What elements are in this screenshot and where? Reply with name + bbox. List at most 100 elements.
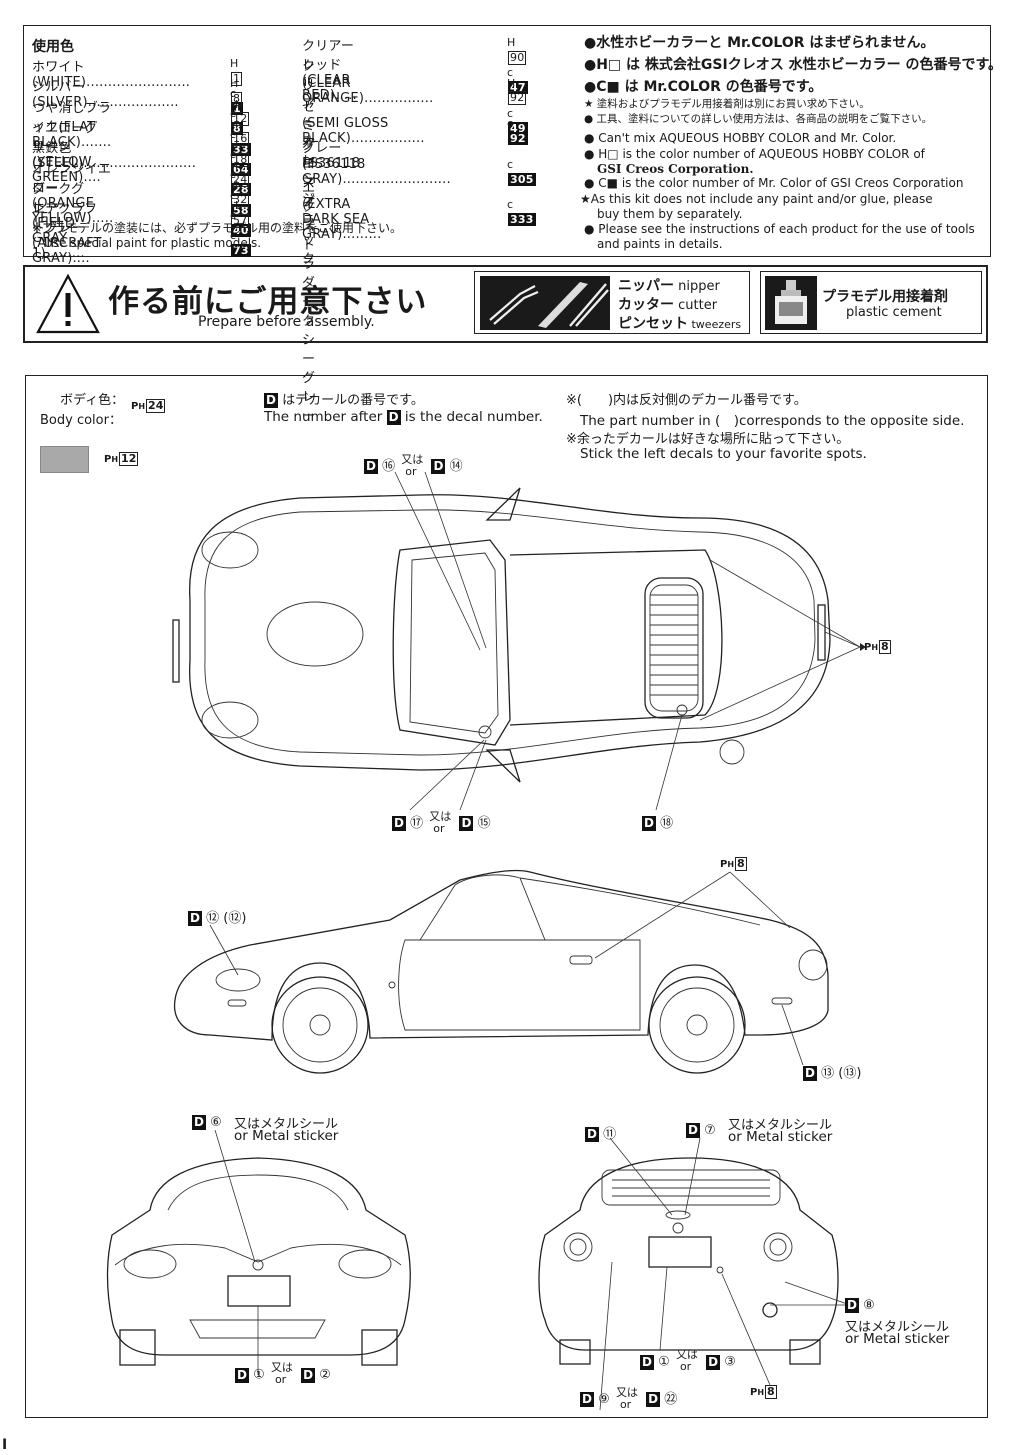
mr-color-number: 8: [231, 122, 243, 136]
note-en-1: ● Can't mix AQUEOUS HOBBY COLOR and Mr. …: [584, 131, 897, 145]
mr-color-prefix: c: [230, 87, 237, 100]
tool-label-jp: カッター: [618, 297, 674, 313]
hobby-color-prefix: H: [230, 158, 239, 172]
hobby-color-prefix: H: [230, 97, 239, 111]
prepare-title-en: Prepare before assembly.: [198, 314, 375, 330]
tool-label-en: nipper: [674, 279, 720, 294]
body-color-swatch: [40, 446, 89, 473]
cement-label-en: plastic cement: [846, 305, 942, 320]
warning-icon: [36, 273, 100, 334]
decal-d-icon: D: [188, 911, 202, 926]
paint-label: ダークグレー(FIELD GRAY 1).........: [32, 181, 85, 261]
callout-side-front: D ⑫ (⑫): [188, 907, 246, 926]
callout-front-metal: D ⑥: [192, 1115, 222, 1130]
paint-codes: H8 c8: [230, 76, 243, 136]
paint-label: セミグロスブラック: [302, 99, 316, 267]
callout-rear-metal7-jp: 又はメタルシール: [728, 1118, 833, 1133]
tool-item: ピンセット tweezers: [618, 313, 741, 333]
paint-label: シルバー(SILVER).....................: [32, 80, 179, 111]
body-color-label-jp: ボディ色：: [60, 393, 125, 408]
callout-front-metal-jp: 又はメタルシール: [234, 1117, 339, 1132]
callout-top-a: D ⑯ 又は or D ⑭: [364, 453, 463, 478]
mr-color-number: 47: [508, 81, 528, 94]
callout-rear-metal8: D ⑧: [845, 1298, 875, 1313]
hobby-color-prefix: H: [230, 178, 239, 192]
note-en-2b: GSI Creos Corporation.: [597, 162, 754, 176]
note-en-3: ● C■ is the color number of Mr. Color of…: [584, 176, 964, 190]
leftover-note-jp: ※余ったデカールは好きな場所に貼って下さい。: [566, 432, 850, 447]
tool-label-jp: ニッパー: [618, 278, 674, 294]
decal-d-icon: D: [392, 816, 406, 831]
callout-rear-bottom: D ⑨ 又は or D ㉒: [580, 1386, 677, 1411]
note-en-2a: ● H□ is the color number of AQUEOUS HOBB…: [584, 147, 925, 161]
note-jp-3: ●C■ は Mr.COLOR の色番号です。: [584, 79, 823, 95]
note-jp-4: ★ 塗料およびプラモデル用接着剤は別にお買い求め下さい。: [584, 98, 870, 110]
paint-label: つや消しブラック(FLAT BLACK).......: [32, 100, 112, 150]
paint-codes: c333: [507, 197, 536, 227]
paint-label: クリアーオレンジ: [302, 59, 316, 208]
callout-rear-metal8-en: or Metal sticker: [845, 1331, 950, 1347]
decal-d-icon: D: [580, 1392, 594, 1407]
callout-side-rear: D ⑬ (⑬): [803, 1062, 861, 1081]
tool-label-en: tweezers: [688, 318, 742, 331]
hobby-color-number: 57: [231, 213, 250, 228]
paint-label: (CLEAR ORANGE)................: [302, 75, 434, 106]
mr-color-number: 333: [508, 213, 536, 227]
note-jp-1: ●水性ホビーカラーと Mr.COLOR はまぜられません。: [584, 35, 935, 51]
paint-label: 黒鉄色(STEEL)..........................: [32, 141, 197, 172]
paint-codes: H1 c1: [230, 56, 243, 116]
decal-d-icon: D: [192, 1115, 206, 1130]
hobby-color-number: 90: [508, 50, 527, 65]
decal-d-icon: D: [264, 393, 278, 408]
car-rear-view: ROADSTER: [538, 1137, 851, 1411]
decal-number-jp: D はデカールの番号です。: [264, 389, 424, 408]
tool-item: ニッパー nipper: [618, 275, 720, 295]
hobby-color-number: 32: [231, 193, 250, 208]
rear-plate-text: ROADSTER: [661, 1251, 700, 1258]
decal-d-icon: D: [642, 816, 656, 831]
decal-d-icon: D: [640, 1354, 654, 1370]
cement-bottle-icon: [765, 276, 817, 330]
mr-color-prefix: c: [230, 127, 237, 141]
paint-label: エクストラダークシーグレー: [302, 181, 316, 425]
hobby-color-number: 16: [231, 132, 250, 147]
hobby-color-prefix: H: [230, 138, 239, 152]
hobby-color-prefix: H: [230, 57, 239, 70]
paint-label: (SEMI GLOSS BLACK).................: [302, 116, 425, 147]
mr-color-number: 1: [231, 102, 243, 115]
paint-note-en: Use special paint for plastic models.: [44, 236, 262, 250]
hobby-color-number: 92: [508, 91, 527, 106]
tool-label-en: cutter: [674, 298, 718, 313]
decal-d-icon: D: [585, 1127, 599, 1142]
mr-color-number: 73: [231, 244, 251, 258]
prepare-title-jp: 作る前にご用意下さい: [108, 284, 428, 320]
note-jp-5: ● 工具、塗料についての詳しい使用方法は、各商品の説明をご覧下さい。: [584, 113, 933, 125]
paint-codes: H57 c73: [230, 198, 251, 258]
hobby-color-number: 1: [231, 71, 243, 86]
decal-d-icon: D: [364, 459, 378, 474]
note-jp-2: ●H□ は 株式会社GSIクレオス 水性ホビーカラー の色番号です。: [584, 57, 1003, 73]
mr-color-number: 49: [508, 121, 528, 135]
callout-rear-metal8-jp: 又はメタルシール: [845, 1320, 950, 1335]
paint-label: (EXTRA DARK SEA GRAY).........: [302, 197, 382, 243]
mr-color-prefix: c: [507, 106, 514, 120]
decal-number-en: The number after D is the decal number.: [264, 409, 543, 425]
decal-d-icon: D: [459, 816, 474, 831]
leftover-note-en: Stick the left decals to your favorite s…: [580, 446, 867, 462]
paint-label: ホワイト(WHITE)........................: [32, 60, 191, 90]
paint-label: (FS36118 GRAY).........................: [302, 156, 451, 187]
car-top-view: [172, 471, 866, 811]
page-label: I: [2, 1437, 8, 1453]
note-en-4a: ★As this kit does not include any paint …: [580, 192, 933, 206]
paint-label: エアクラフトグレー(AIRCRAFT GRAY)....: [32, 202, 102, 267]
note-en-5b: and paints in details.: [597, 237, 723, 251]
body-color-label-en: Body color：: [40, 413, 122, 428]
hobby-color-number: 12: [231, 112, 250, 127]
decal-d-icon: D: [235, 1367, 249, 1383]
prepare-box: [23, 265, 988, 343]
paint-note-jp: ※プラモデルの塗装には、必ずプラモデル用の塗料をご使用下さい。: [32, 221, 403, 235]
